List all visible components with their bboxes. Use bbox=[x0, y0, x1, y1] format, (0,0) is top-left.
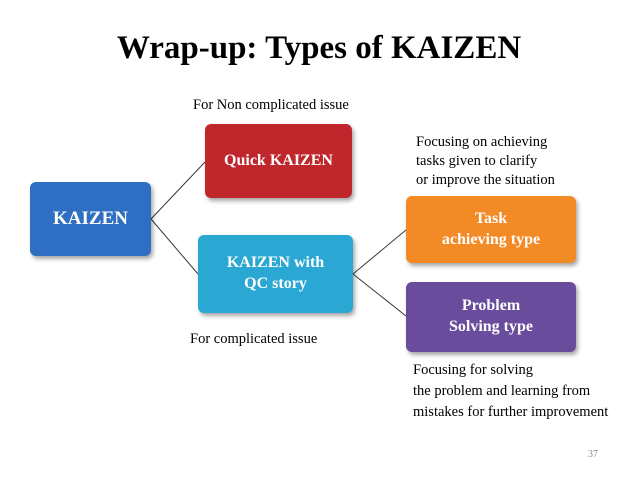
page-number: 37 bbox=[588, 449, 598, 460]
note-non-complicated: For Non complicated issue bbox=[193, 97, 349, 113]
connector-qc-task bbox=[352, 229, 407, 275]
slide-title: Wrap-up: Types of KAIZEN bbox=[116, 30, 522, 66]
connector-root-quick bbox=[150, 161, 206, 220]
connector-qc-problem bbox=[352, 273, 407, 317]
node-kaizen: KAIZEN bbox=[30, 182, 151, 256]
node-kaizen-qc-story: KAIZEN with QC story bbox=[198, 235, 353, 313]
note-problem-description: Focusing for solving the problem and lea… bbox=[413, 362, 609, 421]
note-complicated: For complicated issue bbox=[190, 331, 318, 347]
node-task-achieving: Task achieving type bbox=[406, 196, 576, 263]
node-problem-solving: Problem Solving type bbox=[406, 282, 576, 352]
connector-root-qc bbox=[150, 218, 199, 275]
node-quick-kaizen: Quick KAIZEN bbox=[205, 124, 352, 198]
note-task-description: Focusing on achieving tasks given to cla… bbox=[416, 134, 555, 188]
